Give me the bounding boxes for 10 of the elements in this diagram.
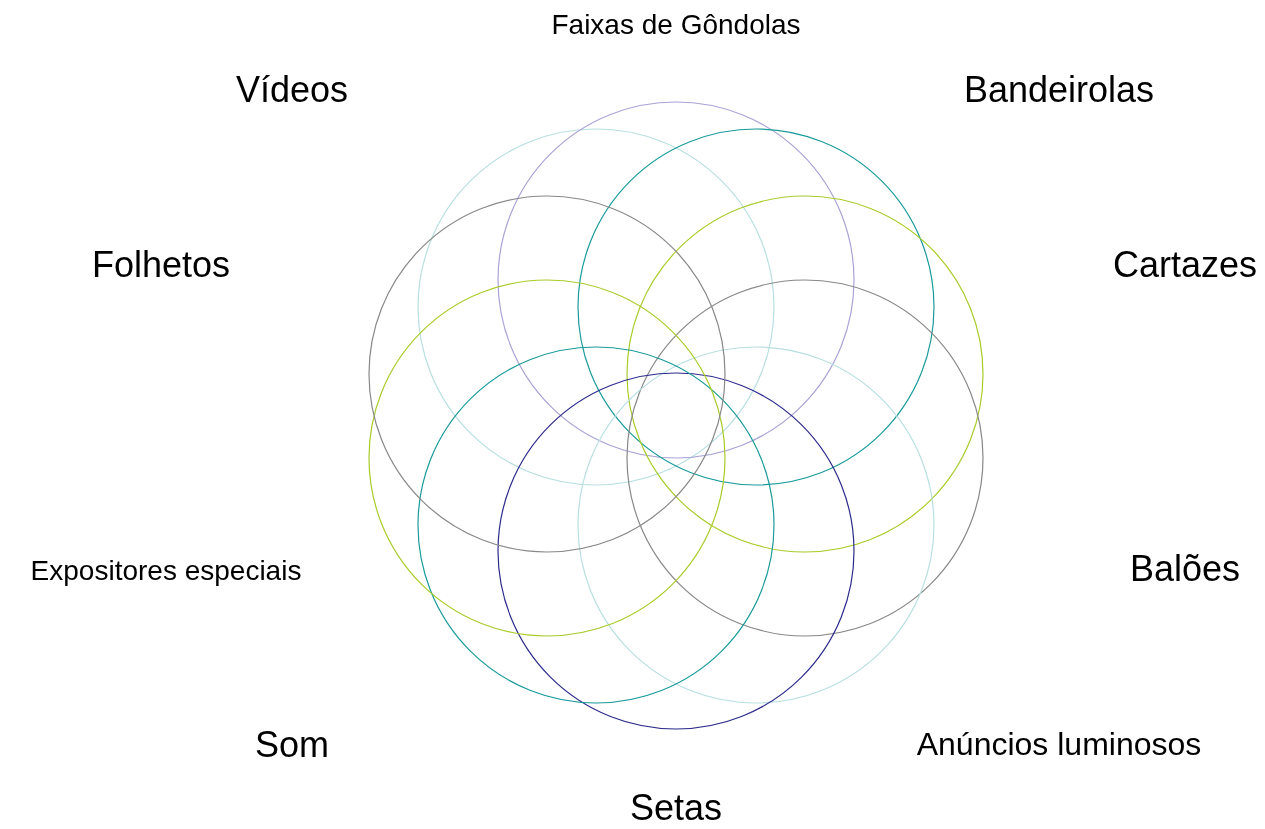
item-label: Bandeirolas — [963, 70, 1155, 110]
item-label: Expositores especiais — [30, 555, 302, 587]
item-label: Cartazes — [1112, 245, 1258, 285]
item-label: Vídeos — [235, 70, 349, 110]
item-label: Balões — [1129, 549, 1241, 589]
item-label: Faixas de Gôndolas — [551, 9, 801, 41]
item-label: Setas — [629, 788, 723, 828]
item-label: Som — [255, 725, 329, 765]
item-label: Anúncios luminosos — [916, 727, 1202, 763]
item-label: Folhetos — [91, 245, 231, 285]
